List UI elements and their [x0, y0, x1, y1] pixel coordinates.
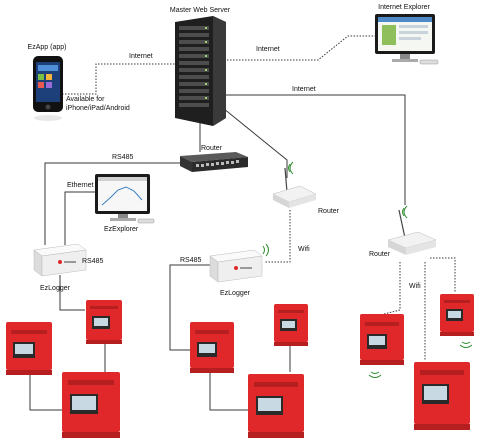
- link-router-mid-ezlogger: [265, 210, 291, 263]
- inverter-icon: [440, 294, 474, 336]
- wifi-signal-icon: [459, 341, 473, 348]
- ezlogger-left-label: EzLogger: [40, 285, 70, 292]
- server-rack-icon: [175, 16, 226, 126]
- ezexplorer-label: EzExplorer: [104, 226, 139, 233]
- ethernet-label: Ethernet: [67, 182, 94, 189]
- router-mid-label: Router: [318, 208, 340, 215]
- internet-right-label: Internet: [256, 46, 280, 53]
- link-ethernet: [64, 191, 95, 245]
- data-logger-icon: [209, 249, 263, 283]
- link-server-router-right: [218, 94, 406, 205]
- network-switch-icon: [180, 152, 248, 172]
- desktop-monitor-icon: [375, 14, 439, 65]
- link-ezlogger-mid-inv: [169, 264, 215, 351]
- wifi-right-label: Wifi: [409, 283, 421, 290]
- ezapp-label: EzApp (app): [27, 44, 67, 51]
- desktop-monitor-icon: [95, 174, 155, 224]
- inverter-icon: [6, 322, 52, 375]
- inverter-icon: [274, 304, 308, 346]
- smartphone-icon: [33, 56, 63, 121]
- platforms-label: iPhone/iPad/Android: [66, 105, 130, 112]
- inverter-icon: [360, 314, 404, 365]
- router-right-label: Router: [369, 251, 391, 258]
- link-router-right-inv-a: [379, 262, 401, 316]
- internet-lower-label: Internet: [292, 86, 316, 93]
- ezlogger-mid-label: EzLogger: [220, 290, 250, 297]
- master-web-server-label: Master Web Server: [169, 7, 231, 14]
- inverter-icon: [414, 362, 470, 430]
- wifi-signal-icon: [402, 205, 408, 219]
- rs485-top-label: RS485: [112, 154, 134, 161]
- rs485-left-label: RS485: [82, 258, 104, 265]
- inverter-icon: [86, 300, 122, 344]
- link-server-router-mid: [217, 103, 288, 178]
- link-phone-server: [62, 63, 175, 95]
- wifi-signal-icon: [368, 371, 382, 378]
- data-logger-icon: [33, 243, 87, 277]
- link-switch-ezlogger-left: [44, 162, 180, 245]
- rs485-mid-label: RS485: [180, 257, 202, 264]
- internet-explorer-label: Internet Explorer: [378, 4, 430, 11]
- wireless-router-icon: [272, 167, 317, 208]
- internet-left-label: Internet: [129, 53, 153, 60]
- link-server-ie: [218, 35, 375, 61]
- wifi-signal-icon: [288, 161, 294, 175]
- router-center-label: Router: [201, 145, 223, 152]
- wireless-router-icon: [387, 209, 437, 255]
- inverter-icon: [248, 374, 304, 438]
- link-ezlogger-left-inv: [59, 275, 85, 311]
- wifi-mid-label: Wifi: [298, 246, 310, 253]
- link-inv-chain-a: [29, 365, 62, 411]
- inverter-icon: [62, 372, 120, 438]
- available-for-label: Available for: [66, 96, 105, 103]
- link-router-right-inv-c: [430, 257, 456, 292]
- wifi-signal-icon: [262, 243, 269, 257]
- inverter-icon: [190, 322, 234, 373]
- link-inv-mid-chain: [209, 365, 248, 411]
